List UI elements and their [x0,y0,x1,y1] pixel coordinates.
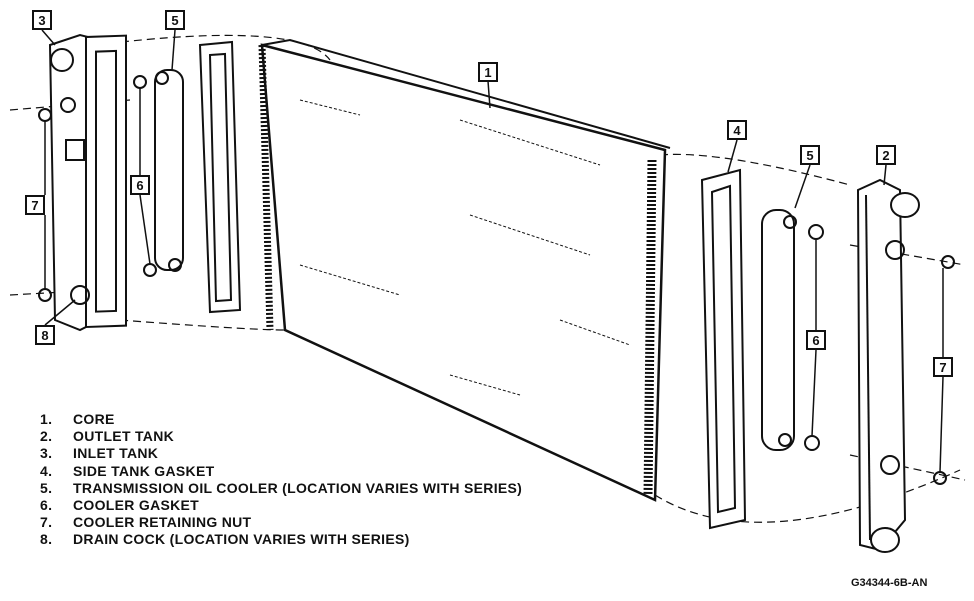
legend-item: 1. CORE [40,411,522,428]
legend-item: 6. COOLER GASKET [40,497,522,514]
legend-item: 5. TRANSMISSION OIL COOLER (LOCATION VARI… [40,480,522,497]
legend-number: 2. [40,428,53,445]
legend-number: 1. [40,411,53,427]
callout-4: 4 [727,120,747,140]
leader-lines [41,29,944,473]
legend-label: COOLER RETAINING NUT [73,514,252,531]
legend-item: 8. DRAIN COCK (LOCATION VARIES WITH SERIE… [40,531,522,548]
legend-label: DRAIN COCK (LOCATION VARIES WITH SERIES) [73,531,410,548]
side-tank-gasket-right [700,168,747,530]
nut-icon [38,288,52,302]
legend-item: 4. SIDE TANK GASKET [40,463,522,480]
callout-6: 6 [806,330,826,350]
legend-item: 2. OUTLET TANK [40,428,522,445]
legend-number: 3. [40,445,53,462]
nut-icon [933,471,947,485]
callout-2: 2 [876,145,896,165]
legend-label: INLET TANK [73,445,159,462]
nut-icon [38,108,52,122]
callout-5: 5 [800,145,820,165]
legend-label: COOLER GASKET [73,497,200,514]
legend-label: CORE [73,411,115,427]
legend-number: 8. [40,531,53,548]
side-tank-gasket-left [198,40,242,314]
drain-cock-icon [70,285,90,305]
outlet-tank [856,178,955,553]
legend-label: OUTLET TANK [73,428,175,445]
legend-number: 5. [40,479,53,496]
callout-3: 3 [32,10,52,30]
callout-7: 7 [933,357,953,377]
legend-item: 7. COOLER RETAINING NUT [40,514,522,531]
radiator-core [258,38,671,502]
legend-number: 6. [40,497,53,514]
inlet-tank [48,33,127,332]
legend-number: 7. [40,514,53,531]
callout-7: 7 [25,195,45,215]
callout-8: 8 [35,325,55,345]
legend-label: TRANSMISSION OIL COOLER (LOCATION VARIES… [73,479,523,496]
transmission-oil-cooler-left [38,69,184,302]
legend-label: SIDE TANK GASKET [73,462,215,479]
transmission-oil-cooler-right [761,209,824,451]
parts-legend: 1. CORE 2. OUTLET TANK 3. INLET TANK 4. SIDE… [40,411,522,549]
legend-number: 4. [40,462,53,479]
figure-code: G34344-6B-AN [851,577,928,589]
nut-icon [941,255,955,269]
callout-5: 5 [165,10,185,30]
callout-1: 1 [478,62,498,82]
legend-item: 3. INLET TANK [40,445,522,462]
callout-6: 6 [130,175,150,195]
